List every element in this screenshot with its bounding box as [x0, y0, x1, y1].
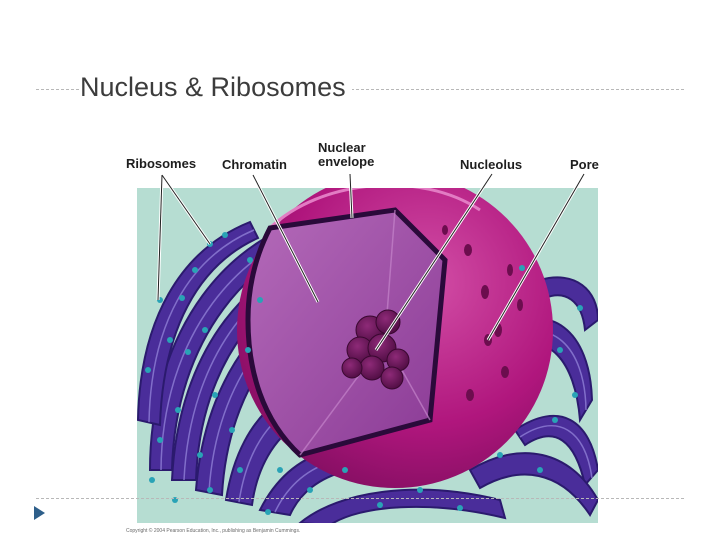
label-leader-lines-core: [157, 173, 585, 351]
label-ribosomes: Ribosomes: [126, 156, 197, 171]
envelope-outer-ring: [268, 188, 481, 230]
label-nucleolus: Nucleolus: [460, 157, 523, 172]
nuclear-pores: [442, 225, 523, 401]
copyright-credit: Copyright © 2004 Pearson Education, Inc.…: [126, 528, 301, 534]
slide-title: Nucleus & Ribosomes: [80, 70, 352, 104]
bullet-arrow-icon: [34, 506, 45, 520]
nucleolus: [341, 309, 410, 390]
label-chromatin: Chromatin: [222, 157, 287, 172]
label-pore: Pore: [570, 157, 599, 172]
label-nuclear-envelope: Nuclear envelope: [318, 140, 375, 169]
nucleus-interior: [245, 207, 448, 458]
ribosomes: [145, 232, 583, 515]
bottom-divider: [36, 498, 684, 499]
top-divider: [36, 89, 684, 90]
